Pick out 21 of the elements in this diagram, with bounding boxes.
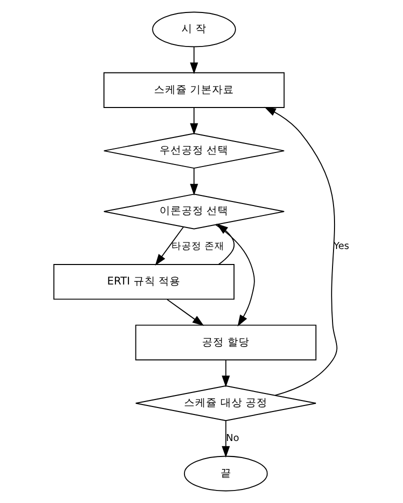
arrow: [222, 360, 230, 388]
node-diamond: 스케쥴 대상 공정: [135, 385, 316, 422]
node-ellipse: 끝: [184, 456, 268, 492]
arrow: [190, 46, 198, 74]
edge-label: Yes: [334, 241, 350, 252]
arrow: [166, 299, 204, 326]
node-diamond: 이론공정 선택: [103, 194, 285, 230]
arrow: [190, 168, 198, 196]
edge-label: 타공정 존재: [171, 241, 224, 252]
node-box: ERTI 규칙 적용: [53, 264, 234, 300]
node-box: 공정 할당: [135, 324, 316, 360]
arrow: [215, 224, 255, 326]
node-ellipse: 시 작: [152, 12, 236, 48]
node-diamond: 우선공정 선택: [103, 132, 285, 169]
edge-label: No: [226, 432, 240, 444]
node-box: 스케쥴 기본자료: [103, 72, 285, 108]
arrow: [264, 106, 338, 396]
arrow: [155, 226, 184, 266]
arrow: [222, 420, 230, 458]
arrow: [190, 107, 198, 135]
arrow: [216, 224, 235, 265]
